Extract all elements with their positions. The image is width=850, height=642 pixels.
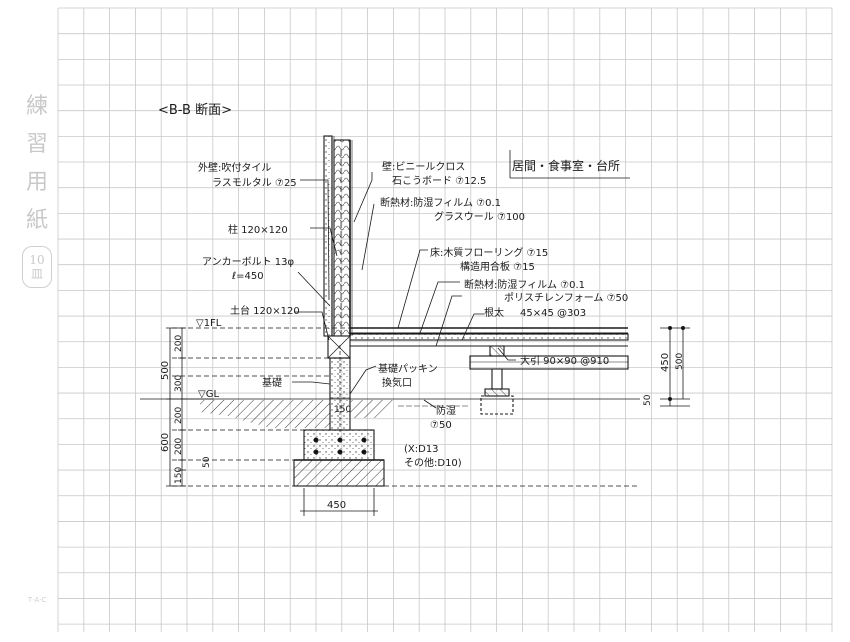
foundation-wall bbox=[329, 345, 351, 432]
label-ins1-2: グラスウール ⑦100 bbox=[434, 210, 525, 223]
dim-600: 600 bbox=[160, 433, 171, 452]
dim-200b: 200 bbox=[174, 407, 184, 424]
label-gl: ▽GL bbox=[198, 389, 219, 400]
label-exterior-2: ラスモルタル ⑦25 bbox=[212, 177, 297, 189]
label-column: 柱 120×120 bbox=[228, 223, 288, 236]
label-bokushitsu-1: 防湿 bbox=[436, 404, 456, 417]
label-neda-1: 根太 bbox=[484, 306, 504, 319]
brand-mark: T·A·C bbox=[28, 596, 47, 604]
label-bokushitsu-2: ⑦50 bbox=[430, 420, 452, 431]
dim-500: 500 bbox=[160, 361, 171, 380]
dimension-texts: 500 200 300 600 200 200 150 50 450 150 4… bbox=[160, 335, 685, 511]
side-char-3: 用 bbox=[25, 170, 48, 195]
label-packing-1: 基礎パッキン bbox=[378, 362, 438, 375]
left-dimension-chain bbox=[166, 327, 214, 487]
ground-hatch bbox=[140, 398, 640, 428]
side-char-1: 練 bbox=[25, 94, 48, 119]
footing bbox=[293, 429, 385, 487]
annotation-labels: 外壁:吹付タイル ラスモルタル ⑦25 壁:ビニールクロス 石こうボード ⑦12… bbox=[196, 160, 628, 469]
label-floor-2: 構造用合板 ⑦15 bbox=[460, 260, 535, 273]
dim-50-right: 50 bbox=[643, 394, 653, 406]
label-neda-2: 45×45 @303 bbox=[520, 308, 586, 319]
dim-450-right: 450 bbox=[660, 353, 671, 372]
grid-lines bbox=[57, 7, 833, 632]
room-box bbox=[509, 150, 630, 179]
dim-150: 150 bbox=[174, 467, 184, 484]
side-char-4: 紙 bbox=[25, 208, 48, 233]
room-label: 居間・食事室・台所 bbox=[512, 158, 620, 173]
label-ins1-1: 断熱材:防湿フィルム ⑦0.1 bbox=[380, 196, 501, 209]
bottom-dimension bbox=[300, 488, 378, 516]
side-char-2: 習 bbox=[25, 132, 48, 157]
label-packing-2: 換気口 bbox=[382, 376, 412, 389]
label-fl: ▽1FL bbox=[196, 318, 222, 329]
label-ins2-2: ポリスチレンフォーム ⑦50 bbox=[504, 292, 628, 304]
label-floor-1: 床:木質フローリング ⑦15 bbox=[430, 246, 548, 259]
label-exterior-1: 外壁:吹付タイル bbox=[198, 161, 271, 174]
dim-150-wall: 150 bbox=[334, 405, 351, 415]
dim-50-left: 50 bbox=[202, 456, 212, 468]
side-number: 10 bbox=[29, 253, 45, 267]
label-anchor-1: アンカーボルト 13φ bbox=[202, 256, 295, 268]
leader-lines bbox=[292, 172, 516, 409]
label-ins2-1: 断熱材:防湿フィルム ⑦0.1 bbox=[464, 278, 585, 291]
sill bbox=[327, 335, 351, 359]
dim-450-width: 450 bbox=[327, 500, 346, 511]
label-wall-2: 石こうボード ⑦12.5 bbox=[392, 175, 486, 187]
label-rebar-2: その他:D10) bbox=[404, 456, 462, 469]
floor-post bbox=[480, 345, 514, 415]
exterior-wall bbox=[323, 135, 335, 345]
floor-structure bbox=[349, 327, 629, 370]
dim-200a: 200 bbox=[174, 335, 184, 352]
side-unit: 皿 bbox=[30, 267, 43, 281]
drawing-title: <B-B 断面> bbox=[158, 103, 232, 118]
label-rebar-1: (X:D13 bbox=[404, 444, 439, 455]
drawing-title-group: <B-B 断面> 居間・食事室・台所 bbox=[158, 103, 620, 173]
column bbox=[333, 139, 353, 337]
dim-200c: 200 bbox=[174, 438, 184, 455]
label-wall-1: 壁:ビニールクロス bbox=[382, 160, 465, 173]
label-anchor-2: ℓ=450 bbox=[232, 271, 264, 282]
dim-500-right: 500 bbox=[675, 353, 685, 370]
right-dimension-chain bbox=[660, 325, 690, 407]
dim-300: 300 bbox=[174, 375, 184, 392]
label-sill: 土台 120×120 bbox=[230, 304, 300, 317]
label-oobiki: 大引 90×90 @910 bbox=[520, 354, 609, 367]
level-lines bbox=[172, 327, 640, 487]
label-kisokabe: 基礎 bbox=[262, 376, 282, 389]
